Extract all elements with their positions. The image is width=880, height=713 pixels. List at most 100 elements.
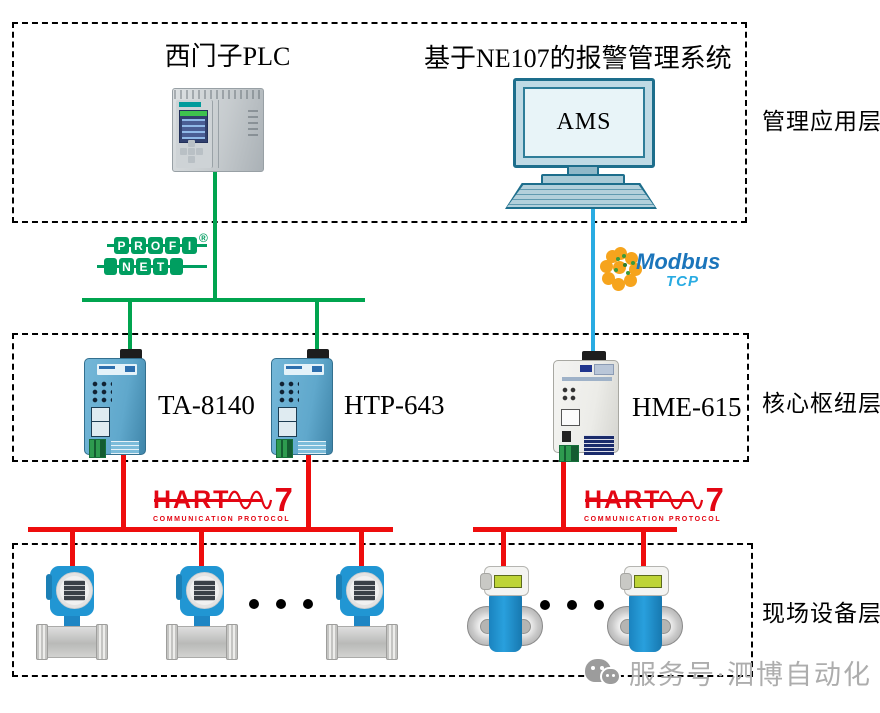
htp643-label: HTP-643 bbox=[344, 390, 445, 420]
gateway-ethernet-ports bbox=[91, 407, 110, 437]
device-display bbox=[634, 575, 662, 588]
plc-display bbox=[179, 110, 208, 143]
sensor-body bbox=[629, 590, 662, 652]
profinet-blank-tile bbox=[104, 258, 117, 275]
gateway-leds bbox=[92, 381, 112, 403]
ta8140-down-line bbox=[121, 450, 126, 532]
profinet-letter: E bbox=[136, 258, 151, 275]
hart-subtitle: COMMUNICATION PROTOCOL bbox=[153, 516, 291, 523]
hart-bus-left bbox=[28, 527, 393, 532]
hme615-down-line bbox=[561, 448, 566, 532]
field-layer-box bbox=[12, 543, 753, 677]
device-neck bbox=[64, 616, 80, 627]
clamp-ferrule bbox=[96, 624, 108, 660]
core-layer-label: 核心枢纽层 bbox=[762, 391, 880, 416]
ellipsis-dots-right bbox=[540, 600, 604, 610]
field-device-3 bbox=[326, 564, 398, 660]
system-title: 基于NE107的报警管理系统 bbox=[424, 44, 732, 73]
hme615-label: HME-615 bbox=[632, 392, 742, 422]
hart-row: HART 7 bbox=[584, 483, 726, 516]
head-cap bbox=[620, 573, 632, 590]
plc-vents bbox=[174, 90, 262, 99]
bus-to-ta8140-line bbox=[128, 300, 132, 352]
monitor: AMS bbox=[513, 78, 655, 168]
head-bezel bbox=[346, 572, 383, 609]
watermark: 服务号·泗博自动化 bbox=[585, 653, 872, 692]
gateway-terminal-block bbox=[559, 445, 579, 462]
gateway-top-connector bbox=[307, 349, 329, 360]
keyboard-keys bbox=[507, 185, 655, 207]
drop-device4-line bbox=[501, 530, 506, 570]
hart-logo-right: HART 7 COMMUNICATION PROTOCOL bbox=[584, 483, 726, 523]
drop-device3-line bbox=[359, 530, 364, 568]
profinet-letter: I bbox=[182, 237, 197, 254]
clamp-ferrule bbox=[326, 624, 338, 660]
drop-device5-line bbox=[641, 530, 646, 570]
modbus-flower-dots bbox=[622, 254, 626, 258]
field-device-4 bbox=[465, 566, 545, 658]
modbus-name: Modbus bbox=[636, 249, 721, 274]
device-display bbox=[494, 575, 522, 588]
hart-subtitle: COMMUNICATION PROTOCOL bbox=[584, 516, 722, 523]
profinet-letter: F bbox=[165, 237, 180, 254]
gateway-hme615 bbox=[551, 351, 621, 462]
hart-version: 7 bbox=[274, 481, 293, 519]
transmitter-head bbox=[480, 566, 529, 596]
plc-display-header bbox=[180, 111, 207, 116]
gateway-bottom-sticker bbox=[111, 441, 139, 454]
field-device-5 bbox=[605, 566, 685, 658]
hme-label-blue bbox=[580, 365, 592, 372]
plc-brand-bar bbox=[179, 102, 201, 107]
gateway-leds bbox=[279, 381, 299, 403]
profinet-row1: P R O F I bbox=[107, 237, 207, 254]
hart-bus-right bbox=[473, 527, 677, 532]
transmitter-head bbox=[620, 566, 669, 596]
drop-device2-line bbox=[199, 530, 204, 568]
device-display bbox=[194, 580, 215, 601]
gateway-ethernet-port bbox=[561, 409, 580, 426]
head-hinge bbox=[46, 574, 52, 600]
head-bezel bbox=[56, 572, 93, 609]
profinet-letter: P bbox=[114, 237, 129, 254]
wechat-bubble-small bbox=[602, 668, 619, 684]
gateway-ta8140 bbox=[84, 349, 148, 458]
sensor-body bbox=[330, 626, 396, 658]
ams-computer: AMS bbox=[505, 76, 657, 209]
profinet-letter: O bbox=[148, 237, 163, 254]
head-hinge bbox=[176, 574, 182, 600]
profinet-registered-mark: ® bbox=[199, 231, 208, 245]
ta8140-label: TA-8140 bbox=[158, 390, 255, 420]
clamp-ferrule bbox=[166, 624, 178, 660]
hart-strike-line bbox=[154, 499, 262, 502]
plc-display-lines bbox=[182, 119, 205, 139]
drop-device1-line bbox=[70, 530, 75, 568]
gateway-label-sticker bbox=[97, 364, 137, 375]
management-layer-label: 管理应用层 bbox=[762, 109, 880, 134]
profinet-logo: ® P R O F I N E T bbox=[97, 231, 208, 275]
sensor-body bbox=[40, 626, 106, 658]
plc-keypad bbox=[188, 148, 195, 155]
clamp-ferrule bbox=[386, 624, 398, 660]
ellipsis-dots-left bbox=[249, 599, 313, 609]
sensor-body bbox=[489, 590, 522, 652]
clamp-ferrule bbox=[226, 624, 238, 660]
gateway-bottom-sticker bbox=[298, 441, 326, 454]
profinet-letter: T bbox=[153, 258, 168, 275]
hart-logo-left: HART 7 COMMUNICATION PROTOCOL bbox=[153, 481, 295, 523]
gateway-leds bbox=[562, 387, 576, 403]
keyboard bbox=[505, 183, 657, 209]
gateway-top-connector bbox=[582, 351, 606, 362]
core-layer-box bbox=[12, 333, 749, 462]
gateway-label-sticker bbox=[284, 364, 324, 375]
field-layer-label: 现场设备层 bbox=[762, 601, 880, 626]
field-device-2 bbox=[166, 564, 238, 660]
ams-to-hme615-line bbox=[591, 206, 595, 362]
plc-to-bus-line bbox=[213, 168, 217, 302]
plc-front-panel bbox=[176, 100, 213, 168]
gateway-top-connector bbox=[120, 349, 142, 360]
profinet-letter: R bbox=[131, 237, 146, 254]
head-cap bbox=[480, 573, 492, 590]
hart-row: HART 7 bbox=[153, 481, 295, 519]
device-neck bbox=[194, 616, 210, 627]
